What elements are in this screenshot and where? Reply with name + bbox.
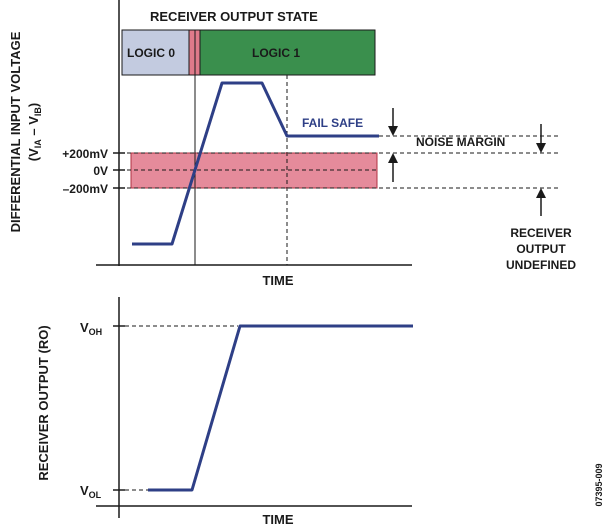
fail-safe-label: FAIL SAFE (302, 116, 363, 130)
undefined-label-line2: OUTPUT (516, 242, 566, 256)
band-arrow-up-head (536, 188, 546, 198)
logic1-label: LOGIC 1 (252, 46, 300, 60)
top-y-axis-title-line1: DIFFERENTIAL INPUT VOLTAGE (8, 31, 23, 232)
top-x-axis-label: TIME (262, 273, 293, 288)
logic0-box (121, 29, 190, 76)
band-arrow-down-head (536, 143, 546, 153)
tick-label-plus: +200mV (62, 147, 108, 161)
top-y-axis-title-line2: (VIA – VIB) (26, 103, 43, 161)
output-waveform (148, 324, 413, 492)
bottom-x-axis-label: TIME (262, 512, 293, 527)
bottom-y-axis-title: RECEIVER OUTPUT (RO) (36, 325, 51, 480)
noise-margin-arrow-down-head (388, 126, 398, 136)
tick-label-minus: –200mV (63, 182, 108, 196)
noise-margin-label: NOISE MARGIN (416, 135, 505, 149)
vol-label: VOL (80, 483, 102, 500)
undefined-label-line1: RECEIVER (510, 226, 572, 240)
state-title: RECEIVER OUTPUT STATE (150, 9, 318, 24)
input-waveform (132, 81, 379, 246)
logic0-label: LOGIC 0 (127, 46, 175, 60)
undefined-label-line3: UNDEFINED (506, 258, 576, 272)
voh-label: VOH (80, 320, 102, 337)
figure-code: 07395-009 (594, 463, 604, 506)
tick-label-zero: 0V (93, 164, 108, 178)
noise-margin-arrow-up-head (388, 153, 398, 163)
